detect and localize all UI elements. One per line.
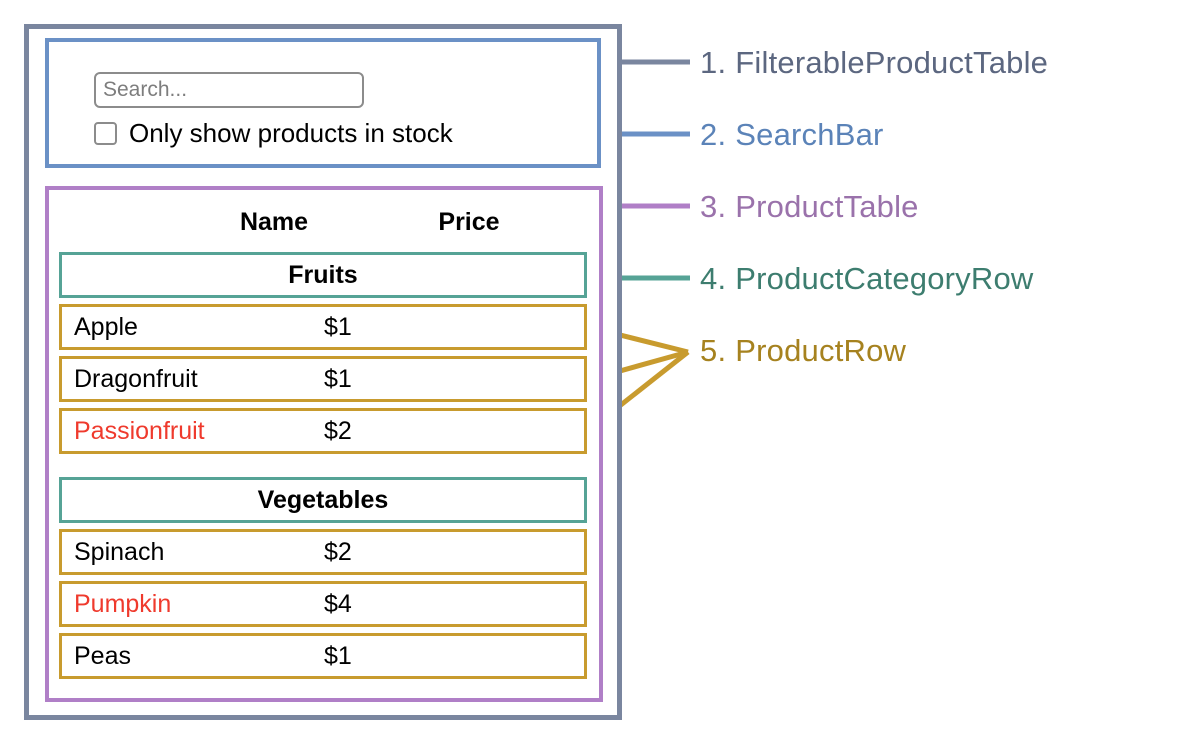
legend-label: SearchBar <box>735 117 884 152</box>
legend-label: ProductCategoryRow <box>735 261 1034 296</box>
product-row[interactable]: Dragonfruit $1 <box>59 356 587 402</box>
product-row[interactable]: Apple $1 <box>59 304 587 350</box>
product-row[interactable]: Pumpkin $4 <box>59 581 587 627</box>
product-price: $1 <box>324 364 352 393</box>
legend-number: 5. <box>700 333 727 368</box>
legend-label: ProductTable <box>735 189 919 224</box>
product-category-row: Vegetables <box>59 477 587 523</box>
product-name: Dragonfruit <box>74 364 198 393</box>
product-table-header: Name Price <box>49 200 599 248</box>
product-category-label: Vegetables <box>257 485 389 514</box>
column-header-price: Price <box>438 208 500 236</box>
in-stock-checkbox[interactable] <box>94 121 117 145</box>
product-price: $2 <box>324 416 352 445</box>
product-price: $1 <box>324 312 352 341</box>
product-row[interactable]: Spinach $2 <box>59 529 587 575</box>
product-table-body: Fruits Apple $1 Dragonfruit $1 Passionfr… <box>59 252 587 685</box>
legend-item-search-bar: 2.SearchBar <box>700 119 884 150</box>
in-stock-checkbox-label: Only show products in stock <box>129 118 453 148</box>
product-name: Apple <box>74 312 138 341</box>
legend-item-product-category-row: 4.ProductCategoryRow <box>700 263 1034 294</box>
product-price: $1 <box>324 641 352 670</box>
product-name: Passionfruit <box>74 416 205 445</box>
product-row[interactable]: Peas $1 <box>59 633 587 679</box>
product-price: $2 <box>324 537 352 566</box>
legend-item-product-row: 5.ProductRow <box>700 335 906 366</box>
legend-number: 2. <box>700 117 727 152</box>
product-table: Name Price Fruits Apple $1 Dragonfruit $… <box>45 186 603 702</box>
search-input[interactable] <box>94 72 364 108</box>
product-row[interactable]: Passionfruit $2 <box>59 408 587 454</box>
legend-label: ProductRow <box>735 333 907 368</box>
in-stock-filter[interactable]: Only show products in stock <box>94 120 453 146</box>
product-name: Pumpkin <box>74 589 172 618</box>
product-name: Spinach <box>74 537 165 566</box>
product-name: Peas <box>74 641 131 670</box>
legend-number: 3. <box>700 189 727 224</box>
product-price: $4 <box>324 589 352 618</box>
category-group-spacer <box>59 460 587 477</box>
product-category-row: Fruits <box>59 252 587 298</box>
legend-item-filterable-product-table: 1.FilterableProductTable <box>700 47 1048 78</box>
legend-label: FilterableProductTable <box>735 45 1049 80</box>
legend-item-product-table: 3.ProductTable <box>700 191 919 222</box>
column-header-name: Name <box>239 208 309 236</box>
legend-number: 4. <box>700 261 727 296</box>
product-category-label: Fruits <box>288 260 358 289</box>
search-bar: Only show products in stock <box>45 38 601 168</box>
legend-number: 1. <box>700 45 727 80</box>
